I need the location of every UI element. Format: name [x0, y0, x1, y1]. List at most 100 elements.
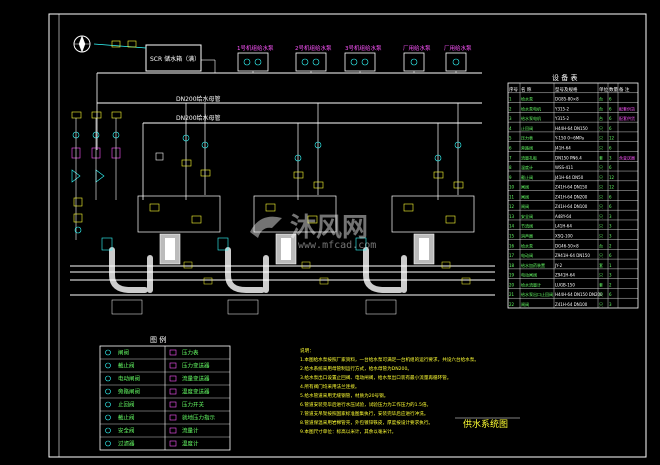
table-cell: Z41H-64 DN100 — [555, 204, 588, 209]
legend-label: 旁路闸阀 — [118, 388, 140, 396]
legend-symbol-icon — [169, 401, 177, 408]
legend-symbol-icon — [105, 414, 111, 421]
table-cell: 安全阀 — [521, 213, 533, 219]
table-cell: 17 — [509, 253, 515, 258]
legend-label: 过滤器 — [118, 440, 135, 448]
table-cell: 只 — [599, 194, 603, 199]
legend-label: 闸阀 — [118, 349, 129, 357]
legend-label: 就地压力指示 — [182, 414, 216, 422]
table-cell: 只 — [599, 273, 603, 278]
table-cell: 套 — [599, 281, 603, 287]
legend-symbol-icon — [105, 427, 111, 434]
table-cell: 12 — [609, 185, 615, 190]
drawing-frame — [48, 13, 647, 458]
note-line: 5.给水管道采用无缝钢管，材质为20号钢。 — [300, 392, 388, 399]
table-cell: 只 — [599, 214, 603, 219]
table-cell: 6 — [609, 106, 612, 111]
watermark-brand: 沐风网 — [290, 213, 368, 243]
table-cell: 只 — [599, 204, 603, 209]
table-cell: 6 — [609, 194, 612, 199]
legend-label: 止回阀 — [118, 401, 135, 409]
table-cell: 9 — [509, 175, 512, 180]
note-line: 8.管道保温采用岩棉管壳，外包镀锌铁皮，厚度按设计要求执行。 — [300, 419, 433, 426]
table-cell: 配套供货 — [619, 105, 635, 111]
table-cell: 16 — [509, 243, 515, 248]
table-cell: 3 — [609, 302, 612, 307]
table-cell: 给水泵电机 — [521, 105, 541, 111]
notes-title: 说明： — [300, 347, 314, 354]
table-cell: 旁路阀 — [521, 144, 533, 150]
drawing-title: 供水系统图 — [463, 418, 508, 430]
equipment-table-title: 设 备 表 — [552, 73, 577, 82]
legend-symbol-icon — [105, 375, 111, 382]
table-header-cell: 备 注 — [619, 86, 630, 93]
notes: 说明： 1.本图给水泵按照厂家资料，一台给水泵可满足一台机组的运行要求，共设六台… — [300, 347, 479, 435]
note-line: 4.所有阀门均采用法兰连接。 — [300, 383, 360, 390]
pump-units — [101, 195, 475, 315]
table-cell: Z41H-64 DN100 — [555, 302, 588, 307]
legend-label: 截止阀 — [118, 414, 135, 422]
table-cell: 套 — [599, 154, 603, 160]
table-header-cell: 单位 — [599, 86, 608, 93]
table-cell: Y-150 0~6MPa — [554, 136, 584, 141]
table-cell: 3 — [509, 116, 512, 121]
table-cell: 只 — [599, 165, 603, 170]
table-cell: 6 — [609, 116, 612, 121]
table-cell: 19 — [509, 273, 515, 278]
table-cell: 闸阀 — [521, 301, 529, 307]
legend-symbol-icon — [105, 401, 111, 408]
legend-title: 图 例 — [150, 335, 166, 344]
table-cell: 22 — [509, 302, 515, 307]
legend-label: 流量计 — [182, 427, 199, 435]
table-cell: Z41H-64 DN150 — [555, 185, 588, 190]
legend-symbol-icon — [105, 349, 111, 356]
table-header-cell: 型号及规格 — [555, 86, 578, 93]
table-cell: 流量孔板 — [521, 154, 537, 160]
table-cell: 台 — [599, 96, 603, 102]
table-cell: 6 — [609, 165, 612, 170]
note-line: 2.给水系统采用母管制运行方式，给水母管为DN200。 — [300, 365, 412, 372]
watermark-url: www.mfcad.com — [298, 240, 376, 251]
table-cell: Z941H-64 DN150 — [555, 253, 590, 258]
table-cell: A48Y-64 — [555, 214, 572, 219]
main-pipe-1-label: DN200给水母管 — [176, 95, 221, 103]
table-cell: LUGB-150 — [555, 282, 575, 287]
branch-label-4: 厂用给水泵 — [403, 44, 431, 52]
branch-label-5: 厂用给水泵 — [444, 44, 472, 52]
legend-symbol-icon — [105, 440, 111, 447]
table-cell: 6 — [609, 204, 612, 209]
pump-unit-drops — [185, 103, 459, 200]
table-cell: XSQ-100 — [555, 234, 573, 239]
table-cell: 只 — [599, 175, 603, 180]
table-cell: DG85-80×8 — [555, 97, 579, 102]
table-cell: 2 — [609, 243, 612, 248]
table-cell: 只 — [599, 224, 603, 229]
legend-label: 流量变送器 — [182, 375, 210, 383]
legend-label: 压力开关 — [182, 401, 205, 409]
table-cell: 压力表 — [521, 135, 533, 141]
collector-pipes — [70, 265, 495, 296]
note-line: 7.管道支吊架按照国家标准图集执行，安装完毕后应进行冲洗。 — [300, 410, 428, 417]
legend-label: 压力表 — [182, 349, 199, 357]
table-cell: 2 — [609, 282, 612, 287]
table-cell: 截止阀 — [521, 174, 533, 180]
table-cell: 5 — [509, 136, 512, 141]
branch-label-3: 3号机组给水泵 — [345, 44, 382, 52]
table-cell: 12 — [609, 136, 615, 141]
table-cell: 11 — [509, 194, 515, 199]
legend-label: 安全阀 — [118, 427, 135, 435]
branch-label-1: 1号机组给水泵 — [237, 44, 274, 52]
table-cell: Y315-2 — [554, 106, 570, 111]
table-cell: 2 — [509, 106, 512, 111]
table-cell: 给水泵出口止回阀 — [521, 291, 553, 297]
table-cell: 闸阀 — [521, 184, 529, 190]
table-cell: 6 — [609, 145, 612, 150]
table-cell: 含变送器 — [619, 154, 635, 160]
table-cell: 1 — [609, 263, 612, 268]
branch-tanks: 1号机组给水泵 2号机组给水泵 3号机组给水泵 厂用给水泵 厂用给水泵 — [237, 44, 472, 73]
table-cell: 电动闸阀 — [521, 272, 537, 278]
legend-symbol-icon — [169, 427, 177, 434]
legend-symbol-icon — [169, 349, 177, 356]
table-cell: 6 — [609, 253, 612, 258]
table-cell: H44H-64 DN150 — [555, 126, 588, 131]
